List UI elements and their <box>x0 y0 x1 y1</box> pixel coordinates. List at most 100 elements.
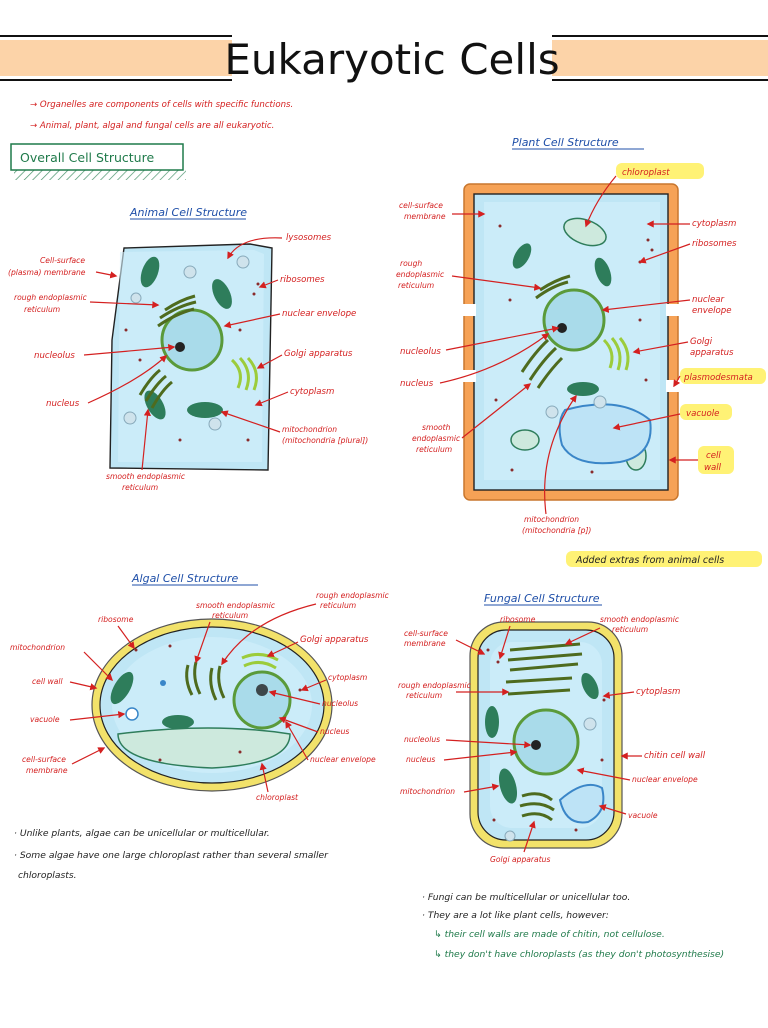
plant-label-rer-1: rough <box>400 259 422 268</box>
animal-mito-3 <box>187 402 223 418</box>
algal-note-1: · Unlike plants, algae can be unicellula… <box>14 828 270 839</box>
plant-label-nuclear-envelope-2: envelope <box>692 306 732 316</box>
algal-label-rer-1: rough endoplasmic <box>316 591 390 600</box>
algal-label-mitochondrion: mitochondrion <box>10 643 65 652</box>
animal-label-membrane-1: Cell-surface <box>40 256 85 265</box>
animal-nucleolus <box>175 342 185 352</box>
algal-label-cytoplasm: cytoplasm <box>328 673 367 682</box>
animal-mito-1 <box>140 256 160 288</box>
plant-label-vacuole: vacuole <box>686 409 719 419</box>
plant-label-rer-2: endoplasmic <box>396 270 445 279</box>
plant-label-golgi-2: apparatus <box>690 348 734 358</box>
fungal-label-nucleolus: nucleolus <box>404 735 440 744</box>
plant-label-nucleus: nucleus <box>400 379 434 389</box>
algal-label-golgi: Golgi apparatus <box>300 635 369 645</box>
algal-label-chloroplast: chloroplast <box>256 793 299 802</box>
animal-label-nuclear-envelope: nuclear envelope <box>282 309 356 319</box>
plant-label-cytoplasm: cytoplasm <box>692 219 736 229</box>
plant-label-rer-3: reticulum <box>398 281 434 290</box>
algal-label-vacuole: vacuole <box>30 715 60 724</box>
title-bar: Eukaryotic Cells <box>0 35 768 84</box>
algal-note-2: · Some algae have one large chloroplast … <box>14 850 329 861</box>
fungal-label-ser-2: reticulum <box>612 625 648 634</box>
fungal-note-4: ↳ they don't have chloroplasts (as they … <box>434 949 724 960</box>
plant-label-ser-3: reticulum <box>416 445 452 454</box>
fungal-label-cytoplasm: cytoplasm <box>636 687 680 697</box>
fungal-note-3: ↳ their cell walls are made of chitin, n… <box>434 929 665 940</box>
plant-label-membrane-1: cell-surface <box>399 201 443 210</box>
algal-label-cell-wall: cell wall <box>32 677 63 686</box>
animal-label-rer-2: reticulum <box>24 305 60 314</box>
fungal-label-chitin-wall: chitin cell wall <box>644 751 706 761</box>
algal-label-ribosome: ribosome <box>98 615 134 624</box>
fungal-cell-diagram: Fungal Cell Structure ribosome cell-surf… <box>398 592 724 960</box>
plant-title: Plant Cell Structure <box>512 136 619 149</box>
animal-label-ser-2: reticulum <box>122 483 158 492</box>
animal-label-mito-2: (mitochondria [plural]) <box>282 436 368 445</box>
page-title: Eukaryotic Cells <box>224 35 559 84</box>
algal-label-ser-2: reticulum <box>212 611 248 620</box>
plant-label-mito-1: mitochondrion <box>524 515 579 524</box>
intro-line-2: → Animal, plant, algal and fungal cells … <box>30 121 274 131</box>
algal-label-nucleolus: nucleolus <box>322 699 358 708</box>
fungal-golgi <box>519 792 555 822</box>
plant-rer <box>535 274 571 300</box>
plant-golgi <box>602 337 630 371</box>
fungal-label-membrane-1: cell-surface <box>404 629 448 638</box>
animal-label-membrane-2: (plasma) membrane <box>8 268 86 277</box>
animal-ribosomes <box>124 282 260 442</box>
animal-label-nucleus: nucleus <box>46 399 80 409</box>
animal-label-ribosomes: ribosomes <box>280 275 325 285</box>
fungal-nucleolus <box>531 740 541 750</box>
animal-label-cytoplasm: cytoplasm <box>290 387 334 397</box>
fungal-label-rer-1: rough endoplasmic <box>398 681 472 690</box>
fungal-label-mitochondrion: mitochondrion <box>400 787 455 796</box>
algal-er <box>185 661 226 701</box>
algal-golgi <box>241 653 279 670</box>
plant-label-chloroplast: chloroplast <box>622 168 670 178</box>
plant-chloroplast-2 <box>510 429 540 451</box>
fungal-ribosomes <box>486 648 606 832</box>
plant-cell-diagram: Plant Cell Structure ch <box>396 136 766 567</box>
plant-label-golgi-1: Golgi <box>690 337 713 347</box>
fungal-note-2: · They are a lot like plant cells, howev… <box>422 910 609 921</box>
plant-label-nucleolus: nucleolus <box>400 347 441 357</box>
fungal-label-ribosome: ribosome <box>500 615 536 624</box>
algal-label-nucleus: nucleus <box>320 727 349 736</box>
intro-line-1: → Organelles are components of cells wit… <box>30 100 293 110</box>
overall-heading-text: Overall Cell Structure <box>20 150 154 165</box>
algal-title: Algal Cell Structure <box>131 572 239 585</box>
plant-label-nuclear-envelope-1: nuclear <box>692 295 725 305</box>
plant-label-plasmodesmata: plasmodesmata <box>683 373 753 383</box>
animal-cell-diagram: Animal Cell Structure lysosomes ribosom <box>8 206 368 492</box>
plant-label-mito-2: (mitochondria [p]) <box>522 526 591 535</box>
plant-label-cell-wall-2: wall <box>704 463 722 473</box>
animal-label-nucleolus: nucleolus <box>34 351 75 361</box>
fungal-note-1: · Fungi can be multicellular or unicellu… <box>422 892 630 903</box>
fungal-label-ser-1: smooth endoplasmic <box>600 615 680 624</box>
animal-label-mito-1: mitochondrion <box>282 425 337 434</box>
plant-vacuole <box>558 403 652 465</box>
plant-label-ser-1: smooth <box>422 423 451 432</box>
plant-label-ribosomes: ribosomes <box>692 239 737 249</box>
animal-ser <box>138 368 173 409</box>
algal-label-membrane-1: cell-surface <box>22 755 66 764</box>
algal-label-ser-1: smooth endoplasmic <box>196 601 276 610</box>
animal-golgi <box>230 356 258 391</box>
plant-ser <box>520 338 564 389</box>
fungal-label-vacuole: vacuole <box>628 811 658 820</box>
animal-rer <box>157 294 197 328</box>
plant-label-cell-wall-1: cell <box>706 451 721 461</box>
algal-nucleus <box>232 670 292 730</box>
animal-label-rer-1: rough endoplasmic <box>14 293 88 302</box>
animal-mito-2 <box>212 279 232 309</box>
fungal-label-nucleus: nucleus <box>406 755 435 764</box>
animal-label-golgi: Golgi apparatus <box>284 349 353 359</box>
plant-label-membrane-2: membrane <box>404 212 446 221</box>
fungal-label-golgi: Golgi apparatus <box>490 855 550 864</box>
algal-nucleolus <box>256 684 268 696</box>
algal-note-3: chloroplasts. <box>18 870 77 881</box>
fungal-nucleus <box>512 708 580 776</box>
